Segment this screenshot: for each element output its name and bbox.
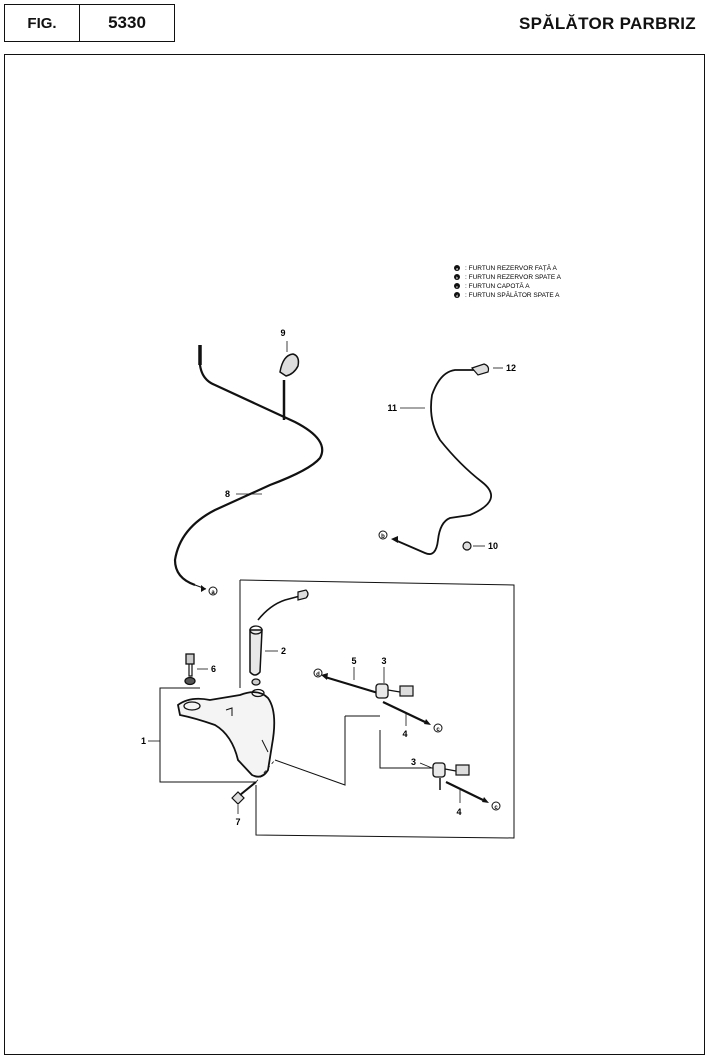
connector-icon — [455, 764, 470, 776]
legend-key-a: a — [456, 266, 459, 271]
marker-d: d — [313, 668, 323, 678]
callout-12: 12 — [506, 363, 516, 373]
nozzle-head-icon — [279, 353, 300, 377]
marker-b: b — [378, 530, 388, 540]
legend-item-c: c : FURTUN CAPOTĂ A — [454, 281, 530, 290]
svg-text:a: a — [211, 590, 215, 596]
bolt-7 — [231, 759, 276, 805]
marker-a: a — [208, 586, 218, 596]
legend-text-c: : FURTUN CAPOTĂ A — [465, 281, 530, 290]
legend: a : FURTUN REZERVOR FAȚĂ A b : FURTUN RE… — [454, 263, 562, 299]
diagram-frame — [4, 54, 705, 1055]
pump-connector-icon — [297, 589, 309, 601]
callout-8: 8 — [225, 489, 230, 499]
svg-text:d: d — [316, 672, 320, 678]
svg-text:c: c — [436, 727, 440, 733]
pump-3-upper — [321, 673, 431, 725]
legend-item-a: a : FURTUN REZERVOR FAȚĂ A — [454, 263, 558, 272]
legend-key-b: b — [456, 275, 459, 280]
page-title: SPĂLĂTOR PARBRIZ — [518, 14, 696, 33]
fig-number: 5330 — [108, 13, 146, 32]
rear-hose — [394, 369, 492, 555]
legend-key-c: c — [456, 284, 458, 289]
connector-icon — [399, 685, 414, 697]
assembly-outline — [159, 579, 515, 839]
callout-10: 10 — [488, 541, 498, 551]
rear-hose-assembly — [391, 363, 503, 555]
marker-c-upper: c — [433, 723, 443, 733]
washer-reservoir — [177, 688, 276, 778]
callout-11: 11 — [387, 403, 397, 413]
legend-item-d: d : FURTUN SPĂLĂTOR SPATE A — [454, 290, 560, 299]
figure-id-box: FIG. 5330 — [4, 4, 175, 42]
callout-7: 7 — [235, 817, 240, 827]
callout-4-upper: 4 — [402, 729, 407, 739]
callout-2: 2 — [281, 646, 286, 656]
legend-text-d: : FURTUN SPĂLĂTOR SPATE A — [465, 290, 560, 299]
front-hose-assembly — [173, 341, 324, 592]
callout-1: 1 — [141, 736, 146, 746]
callout-6: 6 — [211, 664, 216, 674]
fig-label: FIG. — [5, 5, 80, 41]
grommet-10-icon — [462, 541, 472, 551]
pump-3-lower — [432, 762, 489, 803]
washer-pump — [249, 589, 309, 686]
callout-4-lower: 4 — [456, 807, 461, 817]
legend-text-a: : FURTUN REZERVOR FAȚĂ A — [465, 263, 558, 272]
grommet-6 — [184, 653, 196, 686]
callout-5: 5 — [351, 656, 356, 666]
marker-c-lower: c — [491, 801, 501, 811]
front-hose — [173, 345, 324, 587]
svg-text:b: b — [381, 534, 385, 540]
legend-key-d: d — [456, 293, 458, 298]
connector-12-icon — [470, 363, 490, 376]
callout-3-upper: 3 — [381, 656, 386, 666]
legend-item-b: b : FURTUN REZERVOR SPATE A — [454, 274, 562, 281]
callout-9: 9 — [280, 328, 285, 338]
svg-text:c: c — [494, 805, 498, 811]
callout-3-lower: 3 — [411, 757, 416, 767]
legend-text-b: : FURTUN REZERVOR SPATE A — [465, 274, 562, 281]
